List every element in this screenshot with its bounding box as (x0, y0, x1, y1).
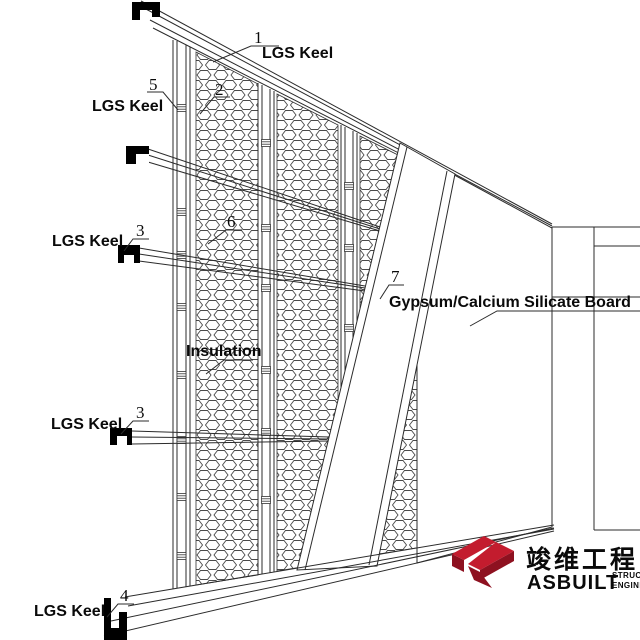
logo-tagline-line2: ENGINEERING (612, 581, 640, 590)
callout-4: 4 (120, 586, 129, 605)
callout-7: 7 (391, 267, 400, 286)
callout-6: 6 (227, 212, 236, 231)
insulation-panel (195, 51, 259, 586)
leader-2 (199, 96, 230, 115)
label-lgs-keel-mid-upper: LGS Keel (52, 233, 123, 250)
track-end-cap (132, 2, 160, 20)
leader-insulation (205, 359, 253, 375)
label-gypsum-board: Gypsum/Calcium Silicate Board (389, 294, 631, 311)
leader-3-upper (123, 238, 149, 252)
stud (172, 40, 191, 589)
leader-lines (106, 45, 640, 618)
logo-tagline-line1: STRUCTURE (612, 571, 640, 580)
track-end-cap (104, 598, 127, 640)
leader-4 (106, 603, 134, 618)
callout-3-lower: 3 (136, 403, 145, 422)
leader-board (469, 310, 640, 327)
leader-6 (207, 229, 242, 245)
furring-channel-upper (126, 146, 381, 232)
corner-wall (551, 226, 640, 531)
label-lgs-keel-top: LGS Keel (262, 45, 333, 62)
leader-7 (379, 284, 404, 300)
callout-5: 5 (149, 75, 158, 94)
company-logo: 竣维工程 ASBUILT STRUCTURE ENGINEERING (452, 536, 640, 594)
furring-channel-middle (118, 245, 366, 292)
logo-mark (452, 536, 514, 588)
text-labels: LGS Keel LGS Keel LGS Keel Insulation Gy… (34, 45, 631, 620)
label-lgs-keel-left-upper: LGS Keel (92, 98, 163, 115)
logo-latin-name: ASBUILT (527, 572, 619, 594)
callout-1: 1 (254, 28, 263, 47)
callout-numbers: 1 5 2 3 6 7 3 4 (120, 28, 400, 605)
leaning-board (296, 142, 456, 571)
leader-3-lower (120, 420, 149, 435)
stud (257, 83, 275, 575)
leader-5 (147, 91, 179, 111)
logo-chinese-name: 竣维工程 (526, 545, 638, 574)
vertical-studs (172, 40, 358, 589)
gypsum-boards (296, 142, 553, 571)
furring-channel-lower (110, 428, 330, 445)
horizontal-channels (110, 146, 381, 445)
callout-3-upper: 3 (136, 221, 145, 240)
channel-end-cap (118, 245, 140, 263)
callout-2: 2 (215, 80, 224, 99)
label-insulation: Insulation (186, 343, 262, 360)
label-lgs-keel-mid-lower: LGS Keel (51, 416, 122, 433)
leader-1 (212, 45, 279, 63)
label-lgs-keel-bottom: LGS Keel (34, 603, 105, 620)
